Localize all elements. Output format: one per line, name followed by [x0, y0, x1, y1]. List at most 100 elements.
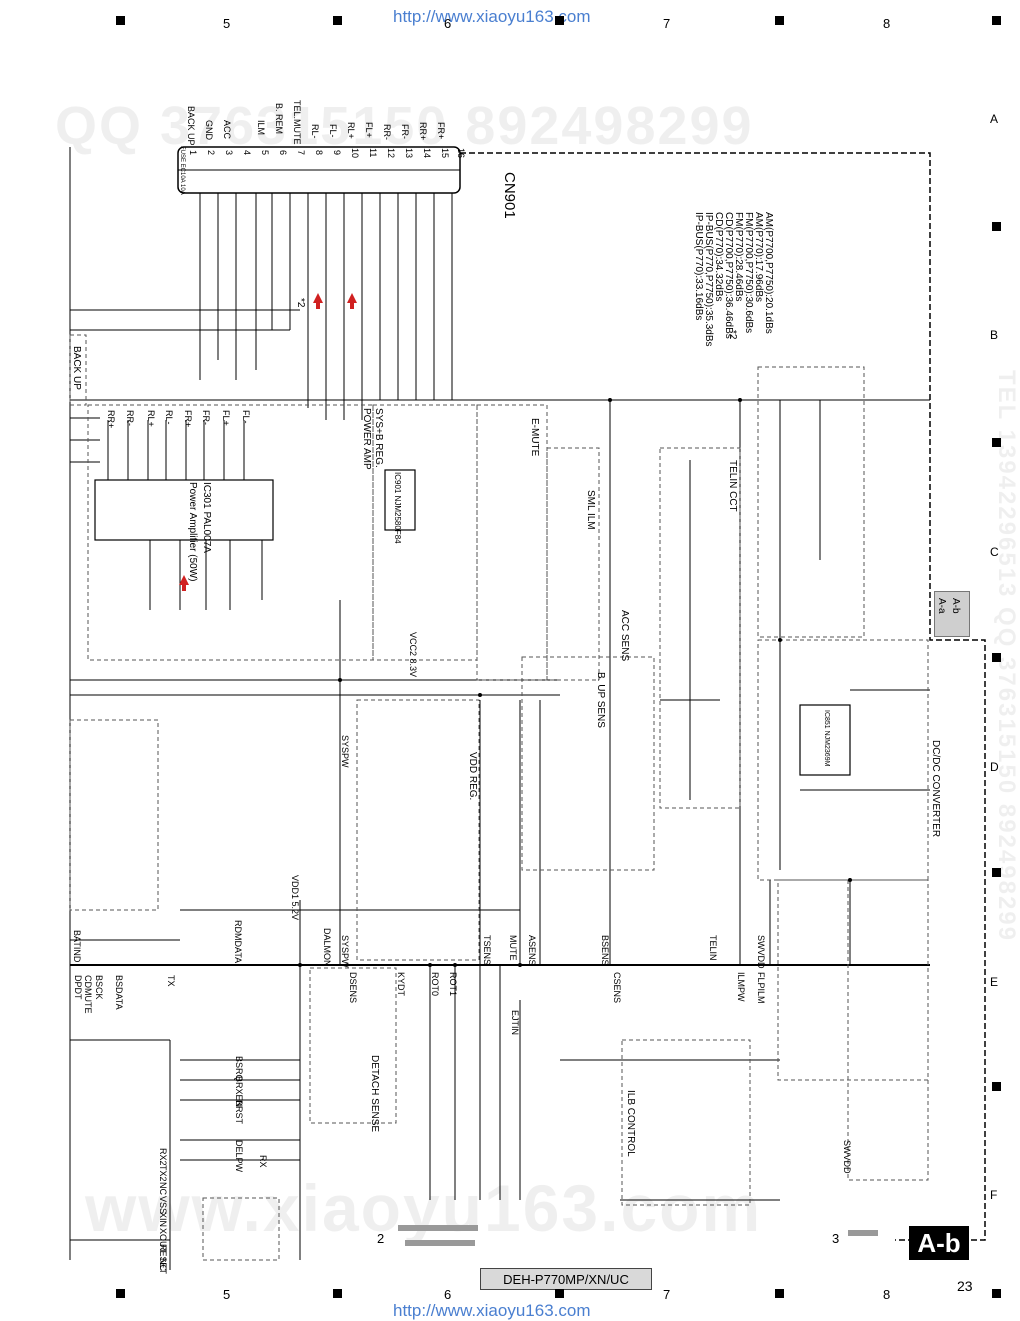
mcu-pin-label: TX2 — [158, 1165, 168, 1182]
connector-pin-label: TEL.MUTE — [292, 100, 302, 145]
block-label-power-amp: POWER AMP — [361, 408, 372, 470]
bus-signal-label: FLPILM — [756, 972, 766, 1004]
block-label-sml-ilm: SML ILM — [585, 490, 596, 530]
mcu-pin-label: RX — [258, 1155, 268, 1168]
connector-pin-number: 14 — [422, 148, 432, 159]
bus-signal-label: KYDT — [396, 972, 406, 997]
connector-pin-label: RR+ — [418, 122, 428, 141]
sheet-marker-right: 3 — [832, 1231, 840, 1246]
mcu-pin-label: DELPW — [234, 1140, 244, 1173]
block-label-detach: DETACH SENSE — [369, 1055, 380, 1133]
row-letter: C — [990, 545, 999, 559]
mcu-pin-label: DPDT — [73, 975, 83, 1000]
connector-name: CN901 — [501, 172, 518, 219]
fuse-label: FUSE EC10A 10A — [179, 146, 185, 195]
row-mark — [992, 1082, 1001, 1091]
block-label-vdd-reg: VDD REG. — [467, 752, 478, 801]
bus-signal-label: ILMPW — [736, 972, 746, 1002]
connector-pin-number: 7 — [296, 150, 306, 156]
corner-mark — [333, 16, 342, 25]
connector-pin-label: FL- — [328, 124, 338, 138]
connector-pin-label: FR+ — [436, 122, 446, 140]
amp-output-label: FL- — [241, 410, 251, 424]
amp-output-label: RL- — [164, 410, 174, 425]
watermark-top: QQ 376315150 892498299 — [55, 96, 754, 156]
column-number: 5 — [223, 1287, 231, 1302]
connector-pin-number: 13 — [404, 148, 414, 159]
connector-pin-label: FR- — [400, 124, 410, 139]
connector-pin-number: 11 — [368, 148, 378, 158]
row-mark — [992, 222, 1001, 231]
block-label-e-mute: E-MUTE — [529, 418, 540, 457]
bus-signal-label: TSENS — [482, 935, 492, 966]
block-label-power-amp-desc: Power Amplifier (50W) — [187, 482, 198, 582]
mcu-pin-label: NC — [158, 1258, 168, 1271]
sheet-tab[interactable]: A-b A-a — [934, 591, 970, 637]
block-label-back-up: BACK UP — [71, 346, 82, 390]
block-label-vdd1: VDD1 5.2V — [290, 875, 300, 921]
connector-pin-label: GND — [204, 120, 214, 140]
watermark-bottom: www.xiaoyu163.com — [85, 1171, 763, 1245]
bus-signal-label: SYSPW — [340, 935, 350, 968]
row-letter: B — [990, 328, 999, 342]
footer-url[interactable]: http://www.xiaoyu163.com — [393, 1301, 591, 1320]
connector-pin-label: RL- — [310, 124, 320, 139]
connector-pin-label: B. REM — [274, 103, 284, 135]
mcu-pin-label: NC — [158, 1182, 168, 1195]
bus-signal-label: TELIN — [708, 935, 718, 961]
bus-signal-label: MUTE — [508, 935, 518, 961]
column-number: 6 — [444, 16, 452, 31]
connector-pin-number: 15 — [440, 148, 450, 159]
mcu-pin-label: BSRQ — [234, 1056, 244, 1082]
connector-pin-number: 16 — [456, 148, 466, 159]
column-number: 7 — [663, 1287, 671, 1302]
corner-mark — [775, 1289, 784, 1298]
bus-signal-label: EJTIN — [510, 1010, 520, 1036]
block-label-power-amp-ic: IC301 PAL007A — [201, 482, 212, 553]
bus-signal-label: DALMON — [322, 928, 332, 967]
connector-pin-label: ACC — [222, 120, 232, 140]
column-number: 6 — [444, 1287, 452, 1302]
amp-output-label: RR+ — [106, 410, 116, 429]
block-label-sys-reg: SYS+B REG. — [373, 408, 384, 468]
column-number: 7 — [663, 16, 671, 31]
block-label-dcdc-ic: IC851 NJM2369M — [823, 710, 830, 767]
connector-pin-number: 10 — [350, 148, 360, 159]
mcu-pin-label: BRST — [234, 1100, 244, 1125]
row-mark — [992, 438, 1001, 447]
bus-signal-label: ROT1 — [448, 972, 458, 997]
corner-mark — [775, 16, 784, 25]
connector-pin-label: FL+ — [364, 122, 374, 138]
level-line: AM(P7700,P7750):20.1dBs — [763, 212, 774, 334]
bus-signal-label: ROT0 — [430, 972, 440, 997]
amp-output-label: FR+ — [183, 410, 193, 428]
corner-mark — [116, 1289, 125, 1298]
page-number: 23 — [957, 1278, 973, 1294]
block-label-dcdc: DC/DC CONVERTER — [930, 740, 941, 838]
corner-mark — [333, 1289, 342, 1298]
mcu-pin-label: TX — [166, 975, 176, 987]
row-mark — [992, 868, 1001, 877]
mcu-pin-label: VSS — [158, 1196, 168, 1215]
amp-output-label: FR- — [201, 410, 211, 425]
corner-mark — [116, 16, 125, 25]
model-name: DEH-P770MP/XN/UC — [480, 1268, 652, 1290]
mcu-pin-label: XIN — [158, 1212, 168, 1228]
connector-pin-label: RL+ — [346, 122, 356, 139]
block-label-ilb-control: ILB CONTROL — [625, 1090, 636, 1157]
mcu-pin-label: RX2 — [158, 1148, 168, 1166]
connector-pin-label: BACK UP — [186, 106, 196, 146]
bus-signal-label: BATIND — [72, 930, 82, 963]
row-letter: D — [990, 760, 999, 774]
row-letter: F — [990, 1188, 998, 1202]
column-number: 8 — [883, 1287, 891, 1302]
mcu-pin-label: CDMUTE — [83, 975, 93, 1014]
mcu-pin-label: BSCK — [94, 975, 104, 1000]
column-number: 5 — [223, 16, 231, 31]
row-letter: E — [990, 975, 999, 989]
bus-signal-label: ASENS — [527, 935, 537, 966]
corner-mark — [992, 1289, 1001, 1298]
connector-pin-number: 2 — [206, 150, 216, 156]
header-url[interactable]: http://www.xiaoyu163.com — [393, 7, 591, 26]
corner-mark — [555, 16, 564, 25]
